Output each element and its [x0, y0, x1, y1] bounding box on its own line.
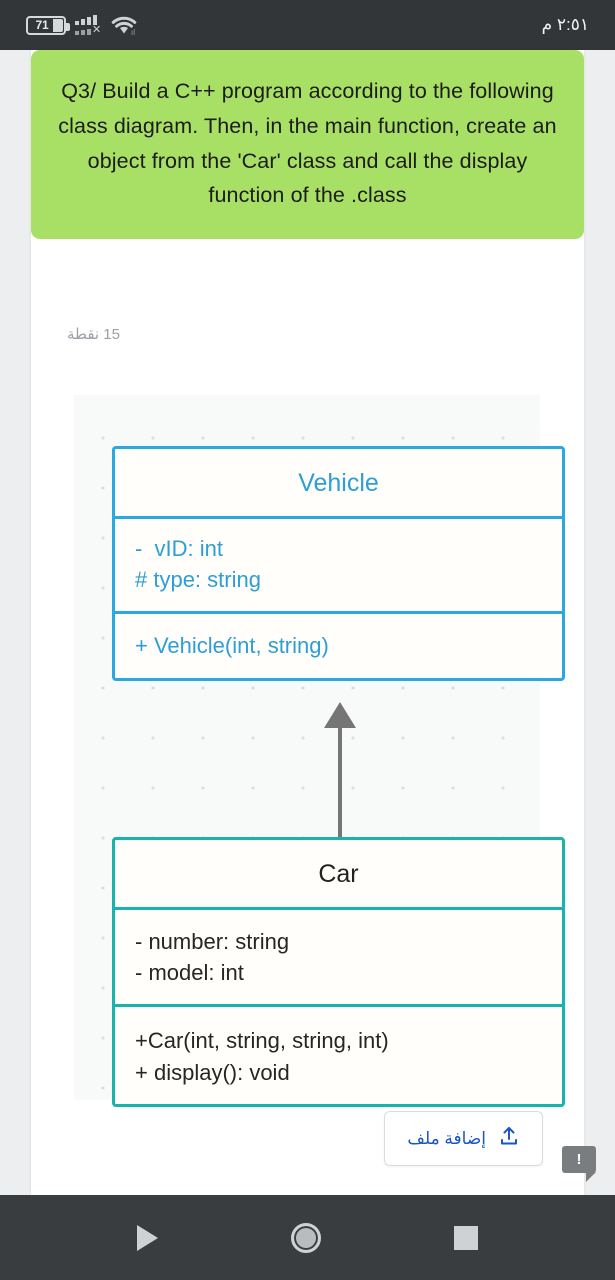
uml-operation: + Vehicle(int, string) [135, 633, 329, 659]
class-diagram: Vehicle - vID: int # type: string + Vehi… [74, 395, 565, 1107]
uml-operation: + display(): void [135, 1059, 290, 1085]
wifi-icon: ıl [110, 14, 138, 37]
status-bar-left-icons: 71 ✕ ıl [26, 14, 542, 37]
uml-class-vehicle-operations: + Vehicle(int, string) [115, 614, 562, 677]
home-icon[interactable] [290, 1222, 321, 1253]
feedback-badge[interactable]: ! [562, 1146, 596, 1182]
status-bar-right: ٢:٥١ م [542, 15, 589, 35]
recents-icon[interactable] [454, 1225, 479, 1250]
uml-attribute: - model: int [135, 960, 244, 986]
android-navigation-bar [0, 1195, 615, 1280]
add-file-label: إضافة ملف [407, 1128, 486, 1148]
uml-class-vehicle-name: Vehicle [115, 449, 562, 519]
battery-icon: 71 [26, 15, 70, 35]
inheritance-arrow-head-icon [324, 702, 356, 728]
inheritance-arrow-shaft [338, 725, 342, 841]
uml-class-vehicle-attributes: - vID: int # type: string [115, 519, 562, 615]
svg-text:ıl: ıl [131, 28, 135, 36]
uml-attribute: - vID: int [135, 536, 224, 561]
uml-operation: +Car(int, string, string, int) [135, 1028, 389, 1054]
uml-class-car: Car - number: string - model: int +Car(i… [112, 837, 565, 1107]
signal-icon: ✕ [75, 15, 102, 36]
question-text: Q3/ Build a C++ program according to the… [58, 79, 557, 208]
add-file-button[interactable]: إضافة ملف [384, 1111, 543, 1166]
uml-class-car-name: Car [115, 840, 562, 910]
no-sim-x-icon: ✕ [92, 24, 102, 36]
points-label: 15 نقطة [67, 326, 120, 343]
upload-icon [498, 1125, 520, 1152]
question-banner: Q3/ Build a C++ program according to the… [31, 50, 584, 240]
battery-fill [53, 18, 63, 32]
clock: ٢:٥١ م [541, 15, 589, 34]
uml-attribute: # type: string [135, 567, 261, 593]
back-icon[interactable] [136, 1224, 158, 1251]
uml-class-vehicle: Vehicle - vID: int # type: string + Vehi… [112, 446, 565, 681]
status-bar: 71 ✕ ıl ٢:٥١ م [0, 0, 615, 50]
battery-level: 71 [35, 18, 49, 32]
uml-attribute: - number: string [135, 929, 290, 954]
uml-class-car-attributes: - number: string - model: int [115, 910, 562, 1008]
feedback-exclamation-icon: ! [576, 1151, 582, 1168]
question-card: Q3/ Build a C++ program according to the… [31, 50, 584, 1195]
uml-class-car-operations: +Car(int, string, string, int) + display… [115, 1007, 562, 1103]
